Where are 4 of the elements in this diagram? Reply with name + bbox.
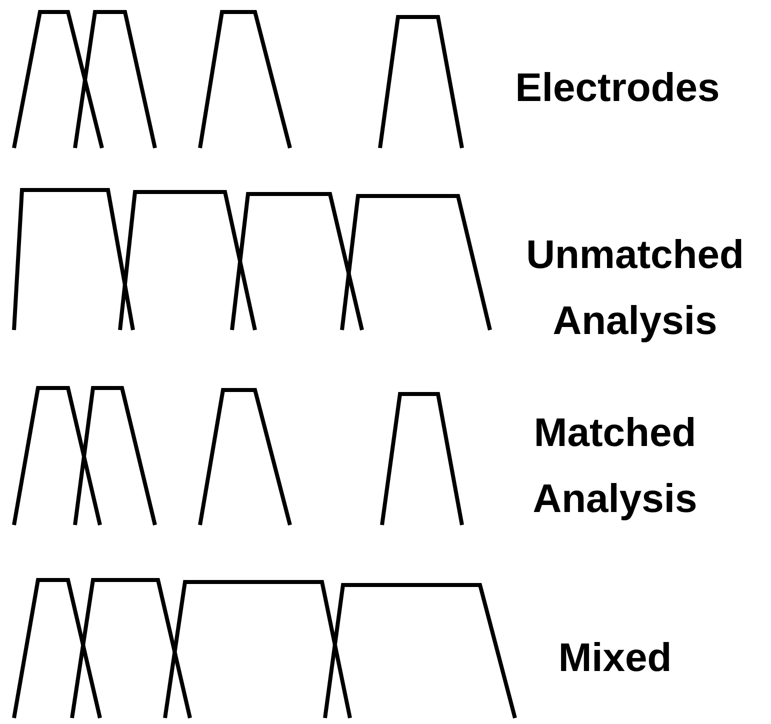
row-label: Mixed (557, 635, 673, 682)
row-label: Electrodes (514, 65, 721, 112)
row-label: Matched Analysis (532, 410, 698, 523)
row-label: Unmatched Analysis (525, 232, 745, 345)
